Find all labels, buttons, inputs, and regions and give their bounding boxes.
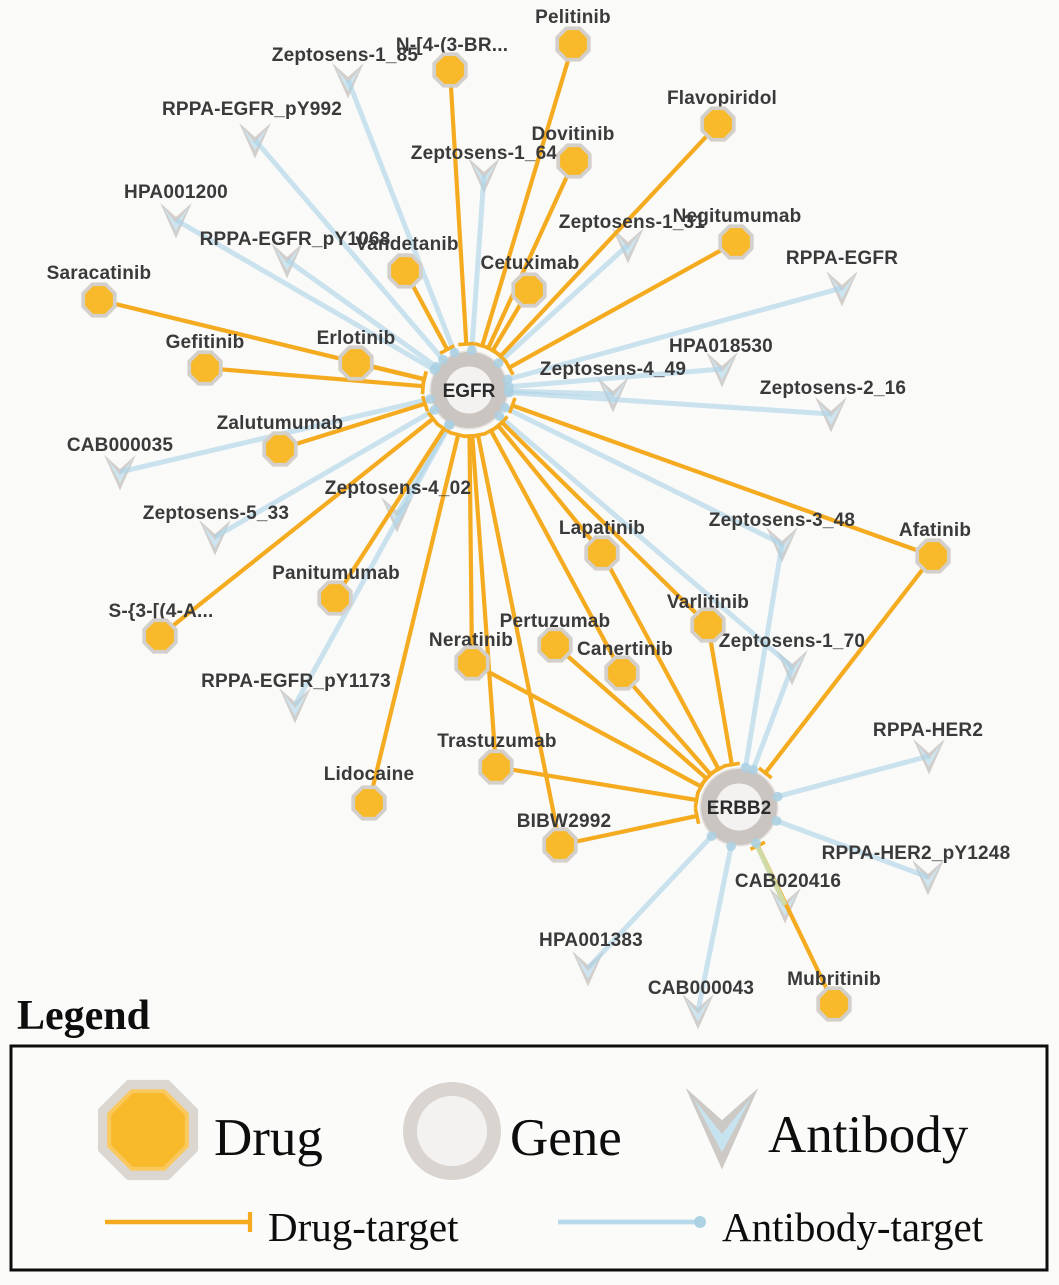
svg-text:Zeptosens-2_16: Zeptosens-2_16 — [760, 378, 906, 399]
svg-text:Antibody-target: Antibody-target — [722, 1204, 984, 1250]
svg-text:Zeptosens-3_48: Zeptosens-3_48 — [709, 510, 855, 531]
svg-text:ERBB2: ERBB2 — [707, 798, 771, 819]
svg-text:Gefitinib: Gefitinib — [166, 332, 245, 353]
svg-text:Trastuzumab: Trastuzumab — [437, 731, 556, 752]
svg-text:Gene: Gene — [510, 1109, 622, 1167]
svg-text:RPPA-EGFR_pY992: RPPA-EGFR_pY992 — [162, 99, 342, 120]
svg-text:Pelitinib: Pelitinib — [535, 7, 611, 28]
svg-text:Antibody: Antibody — [768, 1106, 969, 1164]
svg-text:Zeptosens-1_31: Zeptosens-1_31 — [559, 212, 706, 233]
svg-text:Cetuximab: Cetuximab — [481, 253, 580, 274]
svg-text:Flavopiridol: Flavopiridol — [667, 88, 777, 109]
svg-text:RPPA-EGFR_pY1173: RPPA-EGFR_pY1173 — [201, 671, 391, 692]
svg-text:Zeptosens-1_64: Zeptosens-1_64 — [411, 143, 558, 164]
svg-text:Zeptosens-4_02: Zeptosens-4_02 — [325, 478, 471, 499]
svg-text:CAB020416: CAB020416 — [735, 871, 841, 892]
svg-text:Zeptosens-1_70: Zeptosens-1_70 — [719, 631, 865, 652]
svg-text:HPA018530: HPA018530 — [669, 336, 773, 357]
svg-text:Lidocaine: Lidocaine — [324, 764, 414, 785]
svg-text:Zeptosens-5_33: Zeptosens-5_33 — [143, 503, 289, 524]
svg-text:HPA001383: HPA001383 — [539, 930, 643, 951]
svg-text:Drug-target: Drug-target — [268, 1204, 459, 1250]
svg-text:Drug: Drug — [214, 1109, 323, 1167]
svg-text:EGFR: EGFR — [443, 381, 496, 402]
svg-text:CAB000043: CAB000043 — [648, 978, 754, 999]
svg-text:RPPA-EGFR: RPPA-EGFR — [786, 248, 898, 269]
svg-text:Afatinib: Afatinib — [899, 520, 971, 541]
svg-text:Dovitinib: Dovitinib — [531, 124, 614, 145]
svg-text:Zeptosens-4_49: Zeptosens-4_49 — [540, 359, 686, 380]
svg-text:Saracatinib: Saracatinib — [47, 263, 152, 284]
svg-text:Legend: Legend — [17, 993, 150, 1039]
svg-text:HPA001200: HPA001200 — [124, 182, 228, 203]
svg-text:RPPA-HER2_pY1248: RPPA-HER2_pY1248 — [822, 843, 1011, 864]
svg-text:RPPA-EGFR_pY1068: RPPA-EGFR_pY1068 — [200, 229, 391, 250]
svg-text:CAB000035: CAB000035 — [67, 435, 174, 456]
svg-text:Zeptosens-1_85: Zeptosens-1_85 — [272, 45, 419, 66]
svg-text:Zalutumumab: Zalutumumab — [217, 413, 344, 434]
svg-text:RPPA-HER2: RPPA-HER2 — [873, 720, 983, 741]
